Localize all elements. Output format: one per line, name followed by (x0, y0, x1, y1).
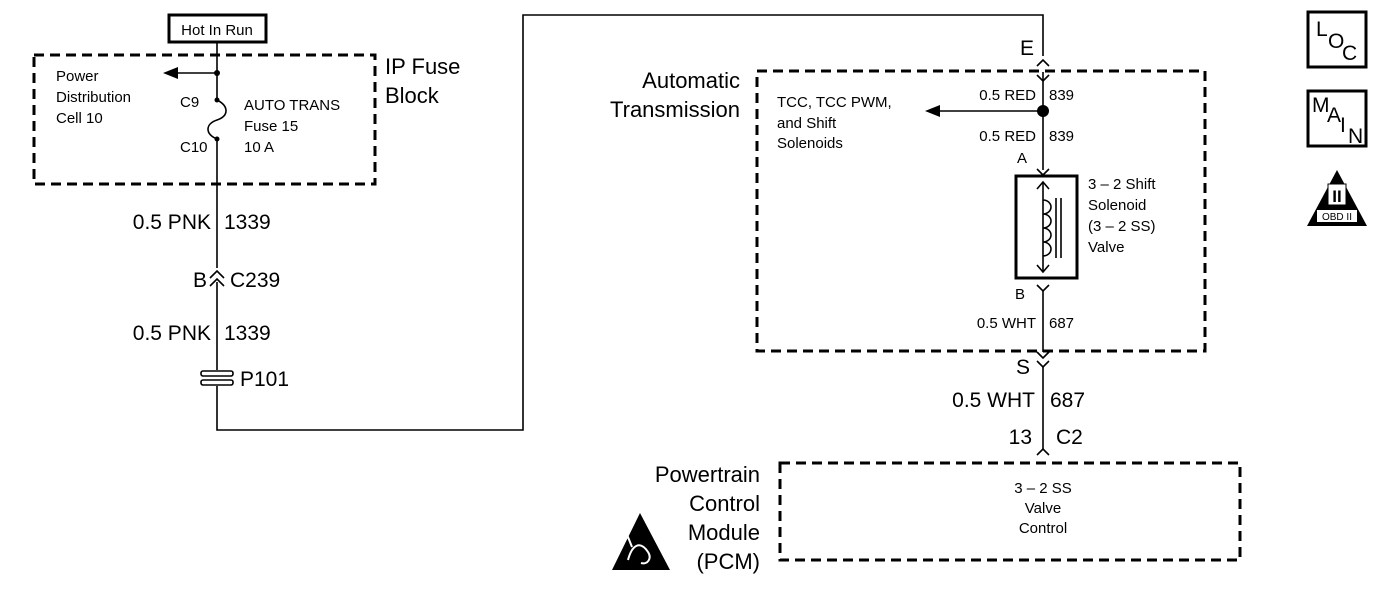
left-wire-gauge-1: 0.5 PNK (133, 211, 211, 234)
pin-b-terminal (1036, 284, 1050, 293)
svg-text:II: II (1332, 187, 1341, 206)
power-dist-line-1: Power (56, 68, 99, 85)
pcm-title-1: Powertrain (655, 462, 760, 487)
obd-ii-icon[interactable]: II OBD II (1307, 170, 1367, 226)
red-wire-mid-gauge: 0.5 RED (979, 128, 1036, 145)
transmission-title-1: Automatic (642, 68, 740, 93)
pcm-outline (778, 461, 1242, 562)
pcm-terminal (1036, 447, 1050, 456)
pcm-title-4: (PCM) (696, 549, 760, 574)
transmission-outline (755, 69, 1207, 353)
pcm-wire-circuit: 687 (1050, 389, 1085, 412)
solenoid-arrow-bottom (1036, 264, 1050, 274)
ip-fuse-block-title-2: Block (385, 83, 440, 108)
fuse-label-3: 10 A (244, 139, 274, 156)
conn-e-chevron-top (1036, 58, 1050, 67)
left-wire-circuit-1: 1339 (224, 211, 271, 234)
transmission-title-2: Transmission (610, 97, 740, 122)
pcm-control-label-2: Valve (1025, 500, 1061, 517)
svg-text:I: I (1340, 114, 1346, 137)
svg-text:L: L (1316, 18, 1328, 41)
tcc-label-1: TCC, TCC PWM, (777, 94, 892, 111)
solenoid-label-1: 3 – 2 Shift (1088, 176, 1156, 193)
pcm-connector-label: C2 (1056, 426, 1083, 449)
solenoid-arrow-top (1036, 180, 1050, 190)
main-nav-icon[interactable]: M A I N (1306, 89, 1368, 148)
conn-s-chevron-top (1036, 351, 1050, 360)
white-wire-gauge: 0.5 WHT (977, 315, 1036, 332)
ip-fuse-block-outline (32, 53, 377, 186)
conn-e-label: E (1020, 37, 1034, 60)
c239-pin-label: B (193, 269, 207, 292)
p101-grommet-top (200, 370, 234, 377)
red-wire-top-circuit: 839 (1049, 87, 1074, 104)
fuse-label-2: Fuse 15 (244, 118, 298, 135)
solenoid-label-3: (3 – 2 SS) (1088, 218, 1156, 235)
fuse-label-1: AUTO TRANS (244, 97, 340, 114)
pcm-pin-label: 13 (1009, 426, 1032, 449)
left-wire-gauge-2: 0.5 PNK (133, 322, 211, 345)
svg-text:A: A (1327, 104, 1341, 127)
conn-s-chevron-bottom (1036, 360, 1050, 369)
c239-chevron-top (209, 269, 225, 279)
svg-text:O: O (1328, 30, 1344, 53)
svg-text:C: C (1342, 42, 1357, 65)
pin-a-label: A (1017, 150, 1027, 167)
tcc-label-2: and Shift (777, 115, 837, 132)
routing-wire (216, 14, 1044, 431)
pcm-title-3: Module (688, 520, 760, 545)
pin-c9-label: C9 (180, 94, 199, 111)
esd-warning-icon (612, 513, 670, 570)
p101-grommet-bottom (200, 379, 234, 386)
conn-s-label: S (1016, 356, 1030, 379)
feed-splice-dot (214, 70, 220, 76)
fuse-symbol (207, 99, 227, 140)
loc-nav-icon[interactable]: L O C (1306, 10, 1368, 69)
pin-c10-label: C10 (180, 139, 208, 156)
pcm-wire-gauge: 0.5 WHT (952, 389, 1035, 412)
svg-text:N: N (1348, 125, 1363, 148)
c239-chevron-bottom (209, 277, 225, 287)
p101-label: P101 (240, 368, 289, 391)
tcc-branch-arrow (925, 105, 940, 117)
c239-connector-label: C239 (230, 269, 280, 292)
ip-fuse-block-title-1: IP Fuse (385, 54, 460, 79)
pcm-control-label-1: 3 – 2 SS (1014, 480, 1072, 497)
solenoid-label-4: Valve (1088, 239, 1124, 256)
power-dist-line-3: Cell 10 (56, 110, 103, 127)
hot-in-run-label: Hot In Run (181, 22, 253, 39)
red-wire-mid-circuit: 839 (1049, 128, 1074, 145)
pcm-title-2: Control (689, 491, 760, 516)
tcc-label-3: Solenoids (777, 135, 843, 152)
pin-b-label: B (1015, 286, 1025, 303)
svg-text:OBD II: OBD II (1322, 212, 1352, 223)
solenoid-coil (1042, 199, 1052, 257)
left-wire-circuit-2: 1339 (224, 322, 271, 345)
svg-text:M: M (1312, 94, 1330, 117)
power-dist-arrow-head (163, 67, 178, 79)
pcm-control-label-3: Control (1019, 520, 1067, 537)
white-wire-circuit: 687 (1049, 315, 1074, 332)
red-wire-top-gauge: 0.5 RED (979, 87, 1036, 104)
power-dist-line-2: Distribution (56, 89, 131, 106)
solenoid-label-2: Solenoid (1088, 197, 1146, 214)
